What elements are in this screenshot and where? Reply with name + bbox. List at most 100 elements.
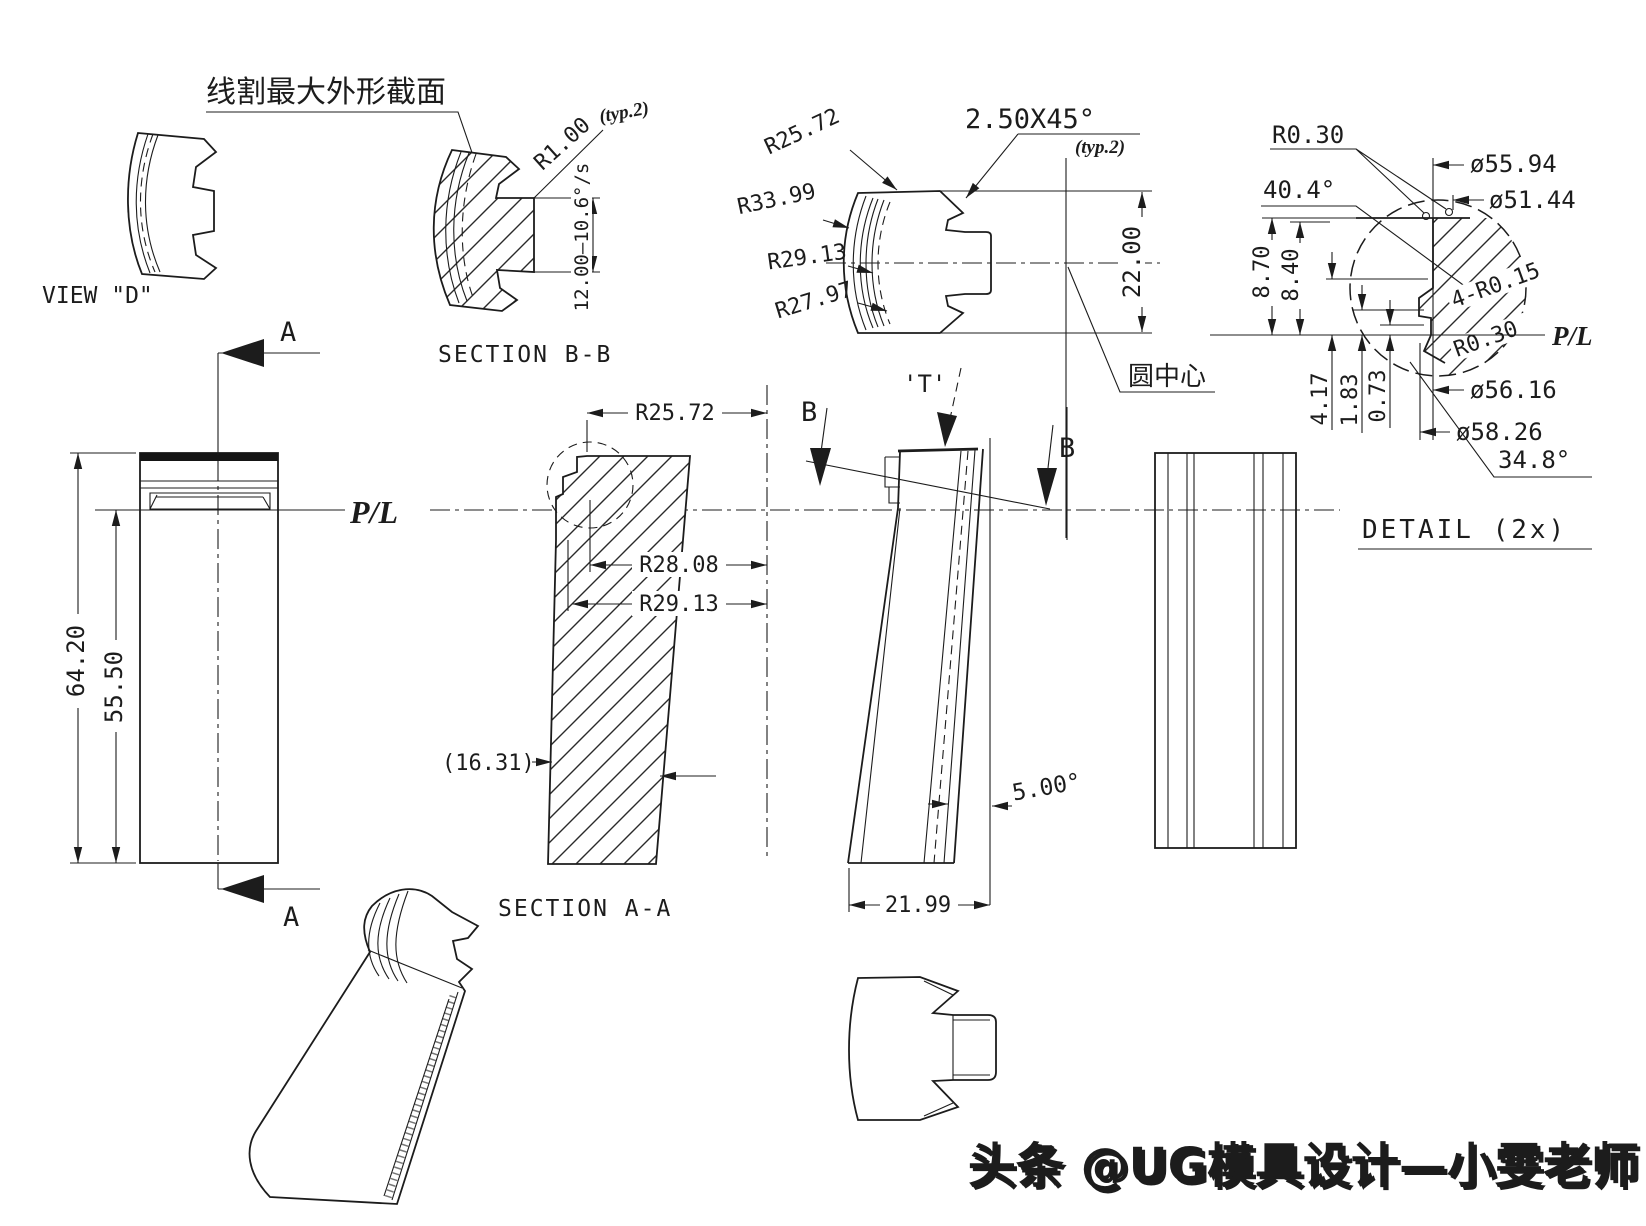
bview-top-edge bbox=[897, 447, 979, 453]
t-arrow bbox=[937, 412, 957, 447]
head-outline bbox=[848, 976, 997, 1121]
section-arrow-b-right bbox=[1037, 468, 1057, 506]
iso-head-bands bbox=[368, 890, 409, 984]
dim-r27-97: R27.97 bbox=[772, 277, 855, 324]
mask bbox=[102, 640, 126, 732]
mask bbox=[628, 400, 722, 425]
dim-dia56-16: ø56.16 bbox=[1470, 376, 1557, 404]
detail-profile bbox=[1356, 217, 1470, 364]
dim-typ2-bb: (typ.2) bbox=[598, 98, 651, 127]
r030-dot bbox=[1421, 211, 1431, 221]
b-side-view: 5.00° 21.99 B B 'T' bbox=[801, 367, 1083, 918]
view-d-label: VIEW "D" bbox=[42, 283, 153, 309]
top-plan-view: 22.00 2.50X45° (typ.2) R25.72 R33.99 R29… bbox=[735, 104, 1215, 538]
right-elevation-view bbox=[1154, 452, 1297, 849]
iso-groove-texture bbox=[384, 994, 457, 1200]
section-bb-label: SECTION B-B bbox=[438, 342, 612, 368]
dim-dia58-26: ø58.26 bbox=[1456, 418, 1543, 446]
left-view-outline bbox=[139, 452, 279, 864]
section-a-label-bottom: A bbox=[283, 902, 299, 933]
watermark: 头条 @UG模具设计—小雯老师 头条 @UG模具设计—小雯老师 bbox=[968, 1138, 1642, 1197]
r25-leader bbox=[849, 149, 898, 191]
mask bbox=[571, 162, 592, 314]
dim-64-20: 64.20 bbox=[62, 625, 90, 697]
dim-5-00: 5.00° bbox=[1010, 769, 1083, 807]
r27-leader bbox=[857, 302, 888, 312]
right-view-outline bbox=[1154, 452, 1297, 849]
section-bb-band-dashed bbox=[461, 153, 477, 301]
circle-center-label: 圆中心 bbox=[1128, 362, 1206, 392]
chamfer-leader bbox=[965, 133, 1019, 199]
bview-groove-dashed bbox=[933, 450, 969, 864]
dim-12-00: 12.00–10.6°/s bbox=[571, 163, 593, 312]
section-aa-ext bbox=[567, 420, 591, 611]
r030-dot bbox=[1444, 207, 1454, 217]
dim-40-4: 40.4° bbox=[1263, 176, 1335, 204]
mask bbox=[64, 614, 88, 708]
pl-label-detail: P/L bbox=[1551, 321, 1593, 351]
b-arrow-line-left bbox=[820, 407, 828, 453]
detail-boundary-circle bbox=[1349, 199, 1527, 377]
dim-chamfer: 2.50X45° bbox=[965, 104, 1095, 135]
mask bbox=[1250, 240, 1273, 306]
bb-cut-trace bbox=[805, 460, 1051, 510]
isometric-view bbox=[248, 888, 480, 1205]
dim-16-31: (16.31) bbox=[442, 751, 535, 776]
watermark-shadow: 头条 @UG模具设计—小雯老师 bbox=[971, 1141, 1642, 1197]
circle-center-leader bbox=[1067, 266, 1215, 393]
plan-outline bbox=[842, 190, 992, 334]
dim-dia55-94: ø55.94 bbox=[1470, 150, 1557, 178]
dim-r0-30-top: R0.30 bbox=[1272, 121, 1344, 149]
section-bb-outline bbox=[432, 149, 535, 312]
section-arrow-a-bottom bbox=[221, 875, 264, 903]
view-d-bands bbox=[135, 133, 161, 274]
bottom-head-view bbox=[848, 976, 997, 1121]
bview-edges bbox=[847, 448, 984, 864]
detail-label: DETAIL (2x) bbox=[1362, 515, 1567, 545]
mask bbox=[632, 552, 726, 577]
right-view-lines bbox=[1167, 453, 1284, 848]
detail-ext-lines bbox=[1262, 217, 1428, 326]
dim-55-50: 55.50 bbox=[100, 651, 128, 723]
section-bb-view: R1.00 (typ.2) 12.00–10.6°/s SECTION B-B bbox=[432, 98, 651, 368]
r1-leader bbox=[533, 129, 604, 199]
left-view-top-band bbox=[140, 453, 278, 461]
b-arrow-line-right bbox=[1047, 424, 1054, 469]
dim-r33-99: R33.99 bbox=[735, 179, 818, 220]
mask bbox=[880, 893, 958, 916]
section-aa-label: SECTION A-A bbox=[498, 896, 672, 922]
angle404-leader bbox=[1261, 205, 1471, 291]
head-detail-lines bbox=[923, 980, 990, 1117]
section-a-label-top: A bbox=[280, 317, 296, 348]
left-view-lines bbox=[140, 480, 278, 510]
mask bbox=[1445, 254, 1555, 313]
wire-cut-note-text: 线割最大外形截面 bbox=[206, 75, 446, 110]
dim-r29-13-aa: R29.13 bbox=[639, 592, 718, 617]
dim-r25-72-top: R25.72 bbox=[761, 104, 844, 160]
dim-4-17: 4.17 bbox=[1308, 373, 1333, 426]
dim-34-8: 34.8° bbox=[1498, 446, 1570, 474]
angle348-leader bbox=[1409, 361, 1592, 478]
r33-leader bbox=[822, 219, 850, 229]
plan-bands bbox=[852, 195, 885, 331]
dim-dia51-44: ø51.44 bbox=[1489, 186, 1576, 214]
r030-leaders bbox=[1270, 148, 1447, 214]
view-d-outline bbox=[127, 132, 218, 280]
dim-21-99: 21.99 bbox=[885, 893, 951, 918]
section-aa-view: R25.72 R28.08 R29.13 (16.31) SECTION A-A bbox=[442, 385, 768, 922]
mask bbox=[1279, 243, 1302, 309]
mask bbox=[632, 591, 726, 616]
dim-r28-08: R28.08 bbox=[639, 553, 718, 578]
dim-22-00: 22.00 bbox=[1118, 226, 1146, 298]
dim-8-70: 8.70 bbox=[1250, 246, 1275, 299]
section-arrow-b-left bbox=[810, 448, 831, 486]
dim-r25-72-aa: R25.72 bbox=[635, 401, 714, 426]
wire-cut-note: 线割最大外形截面 bbox=[206, 75, 479, 171]
bview-grooves bbox=[923, 449, 976, 864]
bview-step bbox=[860, 456, 901, 864]
dim-r29-13-top: R29.13 bbox=[766, 240, 848, 276]
dim-1-83: 1.83 bbox=[1338, 374, 1363, 427]
section-a-line-top bbox=[217, 352, 320, 455]
